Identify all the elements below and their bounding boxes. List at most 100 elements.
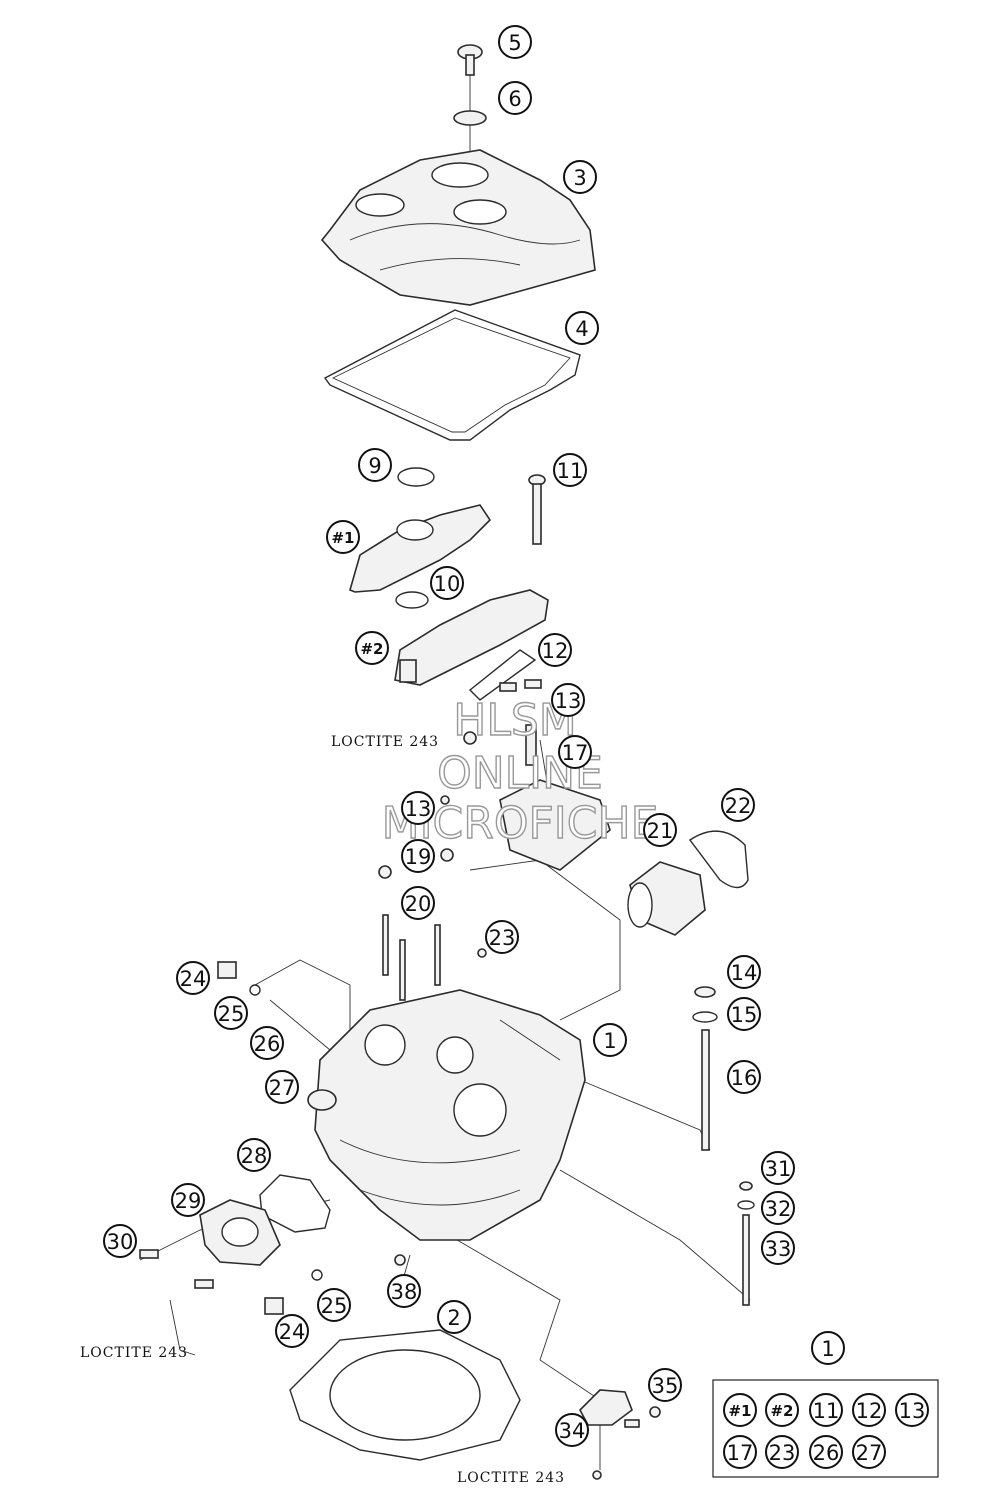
callout-label: 23 (769, 1441, 796, 1465)
callout-17: 17 (558, 735, 592, 769)
callout-6: 6 (498, 81, 532, 115)
callout-33: 33 (761, 1231, 795, 1265)
callout-circle (358, 448, 392, 482)
callout-circle (809, 1393, 843, 1427)
o-ring-9 (397, 467, 435, 487)
washer-6 (453, 110, 487, 126)
callout-30: 30 (103, 1224, 137, 1258)
callout-circle (811, 1331, 845, 1365)
callout-circle (401, 886, 435, 920)
camshaft-bearing-bridge-2 (394, 589, 549, 701)
callout-26: 26 (250, 1026, 284, 1060)
callout-circle (563, 160, 597, 194)
callout-label: 20 (405, 892, 432, 916)
callout-circle (498, 81, 532, 115)
callout-label: 12 (856, 1399, 883, 1423)
callout-label: 25 (218, 1002, 245, 1026)
callout-circle (551, 683, 585, 717)
plug-27 (307, 1089, 337, 1111)
callout-circle (387, 1274, 421, 1308)
callout-13: 13 (401, 791, 435, 825)
callout-5: 5 (498, 25, 532, 59)
callout-13: 13 (551, 683, 585, 717)
plug-38 (394, 1254, 406, 1266)
callout-circle (765, 1435, 799, 1469)
callout-label: 27 (269, 1076, 296, 1100)
cap-screw-5 (457, 44, 483, 76)
callout-circle (498, 25, 532, 59)
callout-24: 24 (176, 961, 210, 995)
callout-label: 11 (813, 1399, 840, 1423)
callout-label: 13 (555, 689, 582, 713)
kit-item-callout: 13 (895, 1393, 929, 1427)
callout-15: 15 (727, 997, 761, 1031)
kit-item-callout: 27 (852, 1435, 886, 1469)
callout-16: 16 (727, 1060, 761, 1094)
callout-14: 14 (727, 955, 761, 989)
callout-label: 9 (368, 454, 381, 478)
cover-34-screw-35 (579, 1389, 661, 1480)
callout-35: 35 (648, 1368, 682, 1402)
callout-22: 22 (721, 788, 755, 822)
callout-12: 12 (538, 633, 572, 667)
callout-circle (723, 1393, 757, 1427)
head-gasket-2 (289, 1329, 521, 1461)
callout-11: 11 (553, 453, 587, 487)
callout-circle (317, 1288, 351, 1322)
callout-28: 28 (237, 1138, 271, 1172)
kit-item-callout: 12 (852, 1393, 886, 1427)
plug-24-top (217, 961, 237, 979)
callout-38: 38 (387, 1274, 421, 1308)
kit-item-callout: 23 (765, 1435, 799, 1469)
screw-23 (477, 948, 487, 958)
loctite-label: LOCTITE 243 (331, 734, 439, 750)
callout-circle (265, 1070, 299, 1104)
flange-29 (199, 1199, 281, 1266)
callout-21: 21 (643, 813, 677, 847)
callout-label: #1 (728, 1402, 751, 1420)
callout-32: 32 (761, 1191, 795, 1225)
callout-9: 9 (358, 448, 392, 482)
callout-label: 38 (391, 1280, 418, 1304)
callout-25: 25 (317, 1288, 351, 1322)
callout-circle (643, 813, 677, 847)
callout-circle (401, 839, 435, 873)
callout-circle (761, 1231, 795, 1265)
callout-circle (430, 566, 464, 600)
callout-circle (727, 1060, 761, 1094)
callout-label: 16 (731, 1066, 758, 1090)
callout-circle (761, 1191, 795, 1225)
small-screws-12-13 (463, 679, 542, 745)
kit-item-callout: 26 (809, 1435, 843, 1469)
watermark: HLSM ONLINE MICROFICHE (381, 694, 659, 849)
callout-circle (538, 633, 572, 667)
callout-circle (237, 1138, 271, 1172)
callout-label: 24 (279, 1320, 306, 1344)
callout-label: 6 (508, 87, 521, 111)
callout-3: 3 (563, 160, 597, 194)
cover-gasket-4 (323, 309, 581, 441)
callout-label: 13 (899, 1399, 926, 1423)
callout-label: 35 (652, 1374, 679, 1398)
callout-circle (558, 735, 592, 769)
callout-label: 3 (573, 166, 586, 190)
callout-circle (727, 955, 761, 989)
loctite-label: LOCTITE 243 (457, 1470, 565, 1486)
callout-circle (723, 1435, 757, 1469)
stud-31-32-33 (737, 1181, 755, 1306)
intake-boot-21 (627, 861, 706, 936)
callout-label: 4 (575, 317, 588, 341)
callout-label: 23 (489, 926, 516, 950)
callout-29: 29 (171, 1183, 205, 1217)
callout-label: 26 (813, 1441, 840, 1465)
callout-label: #2 (770, 1402, 793, 1420)
camshaft-bearing-bridge-1 (349, 504, 492, 593)
callout-circle (895, 1393, 929, 1427)
callout-label: 12 (542, 639, 569, 663)
callout-circle (761, 1151, 795, 1185)
callout-label: 33 (765, 1237, 792, 1261)
small-parts-18-19-20 (378, 795, 454, 1001)
callout-circle (485, 920, 519, 954)
callout-27: 27 (265, 1070, 299, 1104)
